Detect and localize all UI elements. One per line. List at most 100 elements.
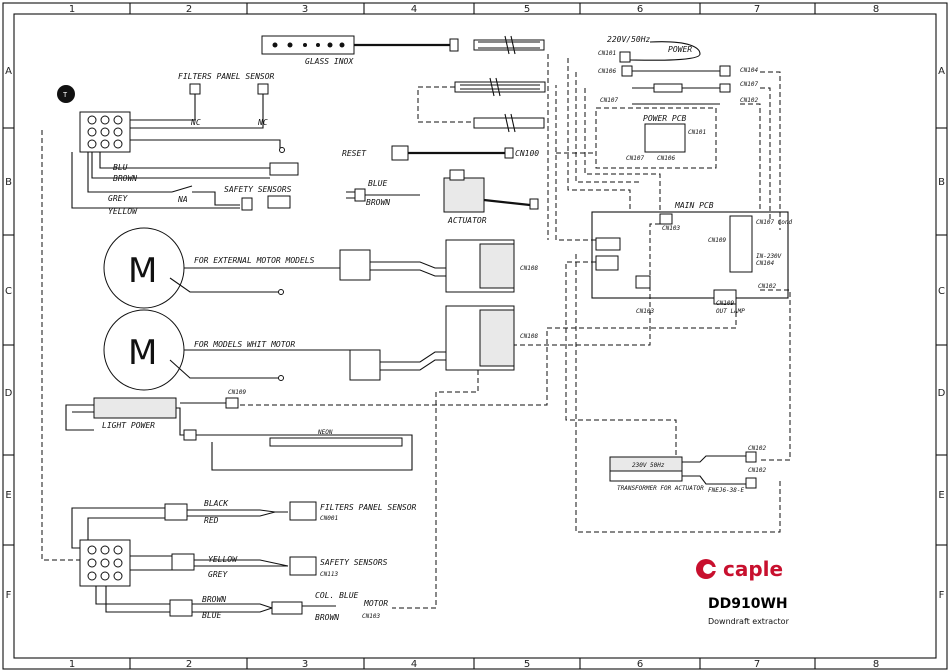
diagram-element <box>100 139 110 149</box>
col-blue-label: COL. BLUE <box>315 591 359 600</box>
power-pcb-area <box>595 107 717 169</box>
cn104-label: CN104 <box>740 67 758 74</box>
light-power-unit <box>65 397 177 431</box>
flat-cable-top <box>473 35 545 55</box>
actuator <box>443 169 539 213</box>
in230-label: IN-230V <box>756 253 782 260</box>
cn107-label-b: CN107 <box>600 97 618 104</box>
brand-name: caple <box>723 557 783 581</box>
external-motor-label: FOR EXTERNAL MOTOR MODELS <box>194 256 315 265</box>
diagram-element <box>278 289 284 295</box>
yellow-bot-label: YELLOW <box>208 555 238 564</box>
diagram-element <box>236 296 737 406</box>
row-label: A <box>938 66 945 77</box>
diagram-element <box>169 599 193 617</box>
diagram-element <box>87 115 97 125</box>
diagram-element <box>176 407 413 471</box>
diagram-element <box>489 77 501 97</box>
internal-motor: M <box>103 309 350 391</box>
col-label: 3 <box>302 4 308 15</box>
main-pcb <box>591 211 789 299</box>
diagram-element <box>327 42 333 48</box>
diagram-element <box>189 83 201 95</box>
glass-inox-panel <box>261 35 459 55</box>
diagram-element <box>113 571 123 581</box>
transformer-label: TRANSFORMER FOR ACTUATOR <box>617 485 704 492</box>
diagram-element <box>719 65 731 77</box>
diagram-element <box>87 558 97 568</box>
col-label: 2 <box>186 659 192 670</box>
diagram-element <box>95 586 170 613</box>
switch-na <box>171 185 193 193</box>
col-label: 1 <box>69 659 75 670</box>
diagram-element <box>504 35 516 55</box>
brown-bot-label: BROWN <box>202 595 226 604</box>
col-label: 3 <box>302 659 308 670</box>
diagram-element <box>303 43 307 47</box>
filters-sensor-bot-label: FILTERS PANEL SENSOR <box>320 503 417 512</box>
col-label: 4 <box>411 659 417 670</box>
actuator-label: ACTUATOR <box>447 216 487 225</box>
power-label: POWER <box>668 45 692 54</box>
cn108-b-label: CN108 <box>520 333 538 340</box>
diagram-element <box>449 169 465 181</box>
diagram-element <box>164 503 188 521</box>
cn104-b-label: CN104 <box>756 260 774 267</box>
diagram-element <box>225 397 239 409</box>
diagram-element <box>71 507 165 549</box>
diagram-element <box>479 243 515 289</box>
diagram-element <box>113 558 123 568</box>
motor-lbl: MOTOR <box>363 599 388 608</box>
diagram-element <box>287 42 293 48</box>
row-label: C <box>938 286 945 297</box>
diagram-element <box>454 81 546 93</box>
col-label: 6 <box>637 4 643 15</box>
reset-label: RESET <box>342 149 367 158</box>
diagram-element <box>192 191 240 206</box>
model-number: DD910WH <box>708 596 788 612</box>
column-labels-top: 1 2 3 4 5 6 7 8 <box>69 4 879 15</box>
col-label: 7 <box>754 4 760 15</box>
row-dividers <box>3 127 947 546</box>
diagram-element <box>87 139 97 149</box>
diagram-element <box>113 545 123 555</box>
diagram-element <box>100 558 110 568</box>
diagram-element <box>443 177 485 213</box>
diagram-element <box>760 289 791 461</box>
diagram-element <box>547 54 596 240</box>
glass-label: GLASS INOX <box>305 57 354 66</box>
cn107-cond-label: CN107 Cond <box>756 219 793 226</box>
out-lamp-label: OUT LAMP <box>716 308 745 315</box>
terminal <box>279 147 285 153</box>
row-label: A <box>5 66 12 77</box>
power-dashed-links <box>567 58 781 230</box>
cn101-label: CN101 <box>598 50 616 57</box>
diagram-element <box>504 147 514 159</box>
cn103-top-label: CN103 <box>662 225 680 232</box>
safety-sensor-b <box>267 195 291 209</box>
reset-button <box>391 145 409 161</box>
yellow-label: YELLOW <box>108 207 138 216</box>
row-label: C <box>5 286 12 297</box>
diagram-label: T <box>63 91 68 99</box>
power-supply-label: 220V/50Hz <box>607 35 651 44</box>
blue-bot-label: BLUE <box>202 611 221 620</box>
brown-label: BROWN <box>113 174 137 183</box>
cn102-b-label: CN102 <box>758 283 776 290</box>
diagram-element <box>169 349 350 379</box>
column-labels-bottom: 1 2 3 4 5 6 7 8 <box>69 659 879 670</box>
diagram-element <box>57 85 75 103</box>
trans-rating-label: 230V 50Hz <box>632 462 665 469</box>
wire-brown <box>91 152 270 179</box>
na-label: NA <box>177 195 188 204</box>
cn109-b-label: CN109 <box>716 300 734 307</box>
cn108-connector-b <box>349 305 515 381</box>
row-label: D <box>938 388 946 399</box>
power-cable <box>629 41 701 61</box>
diagram-element <box>504 113 516 133</box>
col-label: 8 <box>873 4 879 15</box>
safety-bot-label: SAFETY SENSORS <box>320 558 388 567</box>
left-dashed-link <box>41 130 80 561</box>
diagram-element <box>93 397 177 419</box>
